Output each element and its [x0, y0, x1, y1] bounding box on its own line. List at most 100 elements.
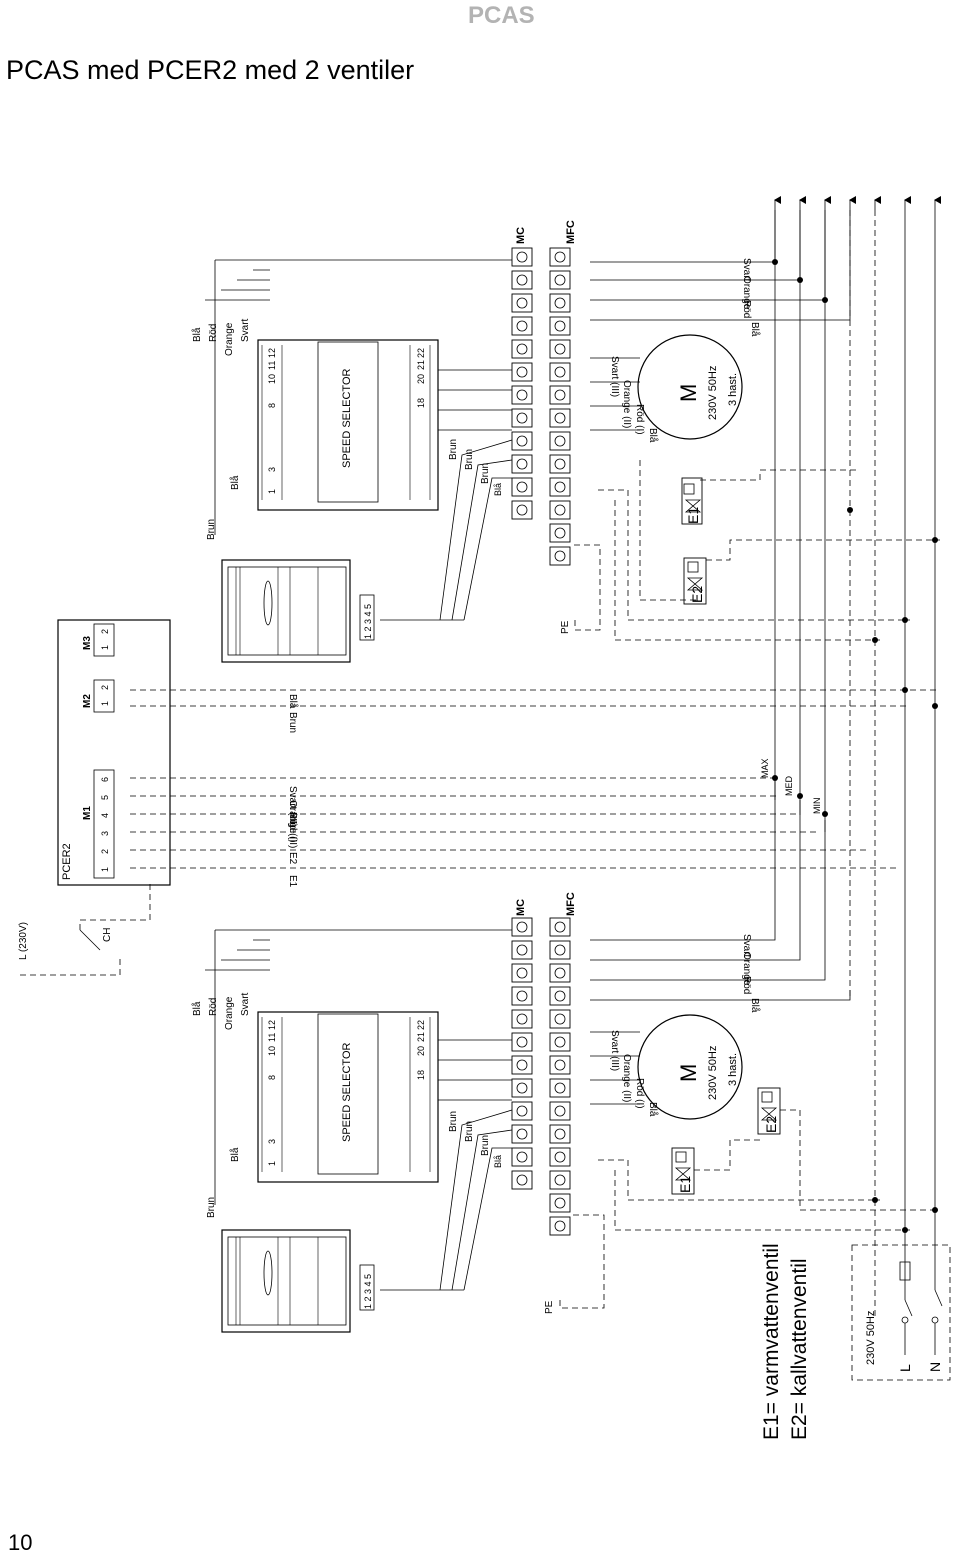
sel-term-12: 12	[267, 348, 277, 358]
m3-term-2: 2	[100, 629, 110, 634]
terminal-screw	[554, 366, 566, 378]
pcer2-label: PCER2	[61, 843, 73, 880]
fan-wire-brun-2: Brun	[464, 449, 475, 470]
terminal-screw	[554, 921, 566, 933]
terminal-block	[511, 1032, 533, 1052]
m3-term-1: 1	[100, 645, 110, 650]
motor-speeds: 3 hast.	[727, 373, 739, 406]
terminal-block	[511, 408, 533, 428]
terminal-screw	[554, 550, 566, 562]
terminal-block	[549, 293, 571, 313]
sel-term-11: 11	[267, 361, 277, 370]
terminal-screw	[554, 504, 566, 516]
valve-e1-label: E1	[677, 1176, 693, 1193]
sel-term-1: 1	[267, 489, 277, 494]
terminal-screw	[516, 1036, 528, 1048]
terminal-block	[511, 247, 533, 267]
terminal-screw	[516, 1174, 528, 1186]
terminal-block	[511, 917, 533, 937]
terminal-block	[549, 1193, 571, 1213]
out-wire-bla: Blå	[749, 322, 761, 337]
page-number: 10	[8, 1530, 33, 1555]
motor-wire-rod: Röd (I)	[634, 404, 645, 435]
terminal-screw	[516, 435, 528, 447]
terminal-block	[511, 316, 533, 336]
terminal-screw	[554, 1197, 566, 1209]
terminal-block	[549, 1009, 571, 1029]
fan-wire-brun-1: Brun	[448, 439, 459, 460]
legend-e1: E1= varmvattenventil	[760, 1243, 783, 1440]
terminal-screw	[516, 297, 528, 309]
terminal-screw	[516, 1151, 528, 1163]
power-supply: 230V 50Hz L N	[851, 1244, 951, 1381]
sel-term-10: 10	[267, 374, 277, 384]
bus-e2-label: E2	[287, 852, 298, 865]
wire-label-bla-2: Blå	[191, 1001, 203, 1016]
sel-term-3: 3	[267, 467, 277, 472]
terminal-screw	[516, 504, 528, 516]
terminal-block	[549, 963, 571, 983]
pe-label: PE	[560, 620, 571, 634]
terminal-block	[549, 500, 571, 520]
m2-term-2: 2	[100, 685, 110, 690]
terminal-screw	[516, 944, 528, 956]
terminal-block	[511, 477, 533, 497]
bus-brun-label: Brun	[287, 712, 298, 733]
terminal-screw	[516, 343, 528, 355]
terminal-screw	[554, 1151, 566, 1163]
terminal-screw	[554, 435, 566, 447]
terminal-block	[549, 1101, 571, 1121]
out-wire-rod: Röd	[741, 300, 752, 318]
terminal-screw	[516, 1059, 528, 1071]
terminal-block	[549, 1147, 571, 1167]
ch-label: CH	[102, 928, 113, 942]
out-wire-svart: Svart	[741, 258, 752, 282]
terminal-block	[511, 362, 533, 382]
terminal-screw	[554, 389, 566, 401]
terminal-screw	[516, 1082, 528, 1094]
power-spec: 230V 50Hz	[865, 1311, 877, 1365]
out-wire-bla: Blå	[749, 998, 761, 1013]
terminal-block	[549, 523, 571, 543]
valve-e2: E2	[757, 1087, 781, 1135]
terminal-block	[549, 454, 571, 474]
terminal-screw	[554, 1059, 566, 1071]
bus-e1-label: E1	[287, 875, 298, 888]
terminal-block	[511, 1124, 533, 1144]
terminal-screw	[554, 1013, 566, 1025]
terminal-screw	[554, 944, 566, 956]
bus-bla-label: Blå	[287, 694, 299, 709]
mfc-label: MFC	[565, 892, 577, 916]
terminal-block	[549, 339, 571, 359]
terminal-block	[549, 1170, 571, 1190]
terminal-block	[549, 385, 571, 405]
terminal-block	[511, 431, 533, 451]
terminal-block	[511, 1170, 533, 1190]
terminal-screw	[516, 1105, 528, 1117]
terminal-screw	[516, 481, 528, 493]
terminal-block	[549, 362, 571, 382]
terminal-block	[511, 940, 533, 960]
motor-wire-svart: Svart (III)	[609, 1030, 620, 1071]
sel-term-20: 20	[416, 374, 426, 384]
terminal-screw	[554, 1082, 566, 1094]
sel-term-8: 8	[267, 403, 277, 408]
fan-wire-bla: Blå	[493, 483, 503, 496]
mc-label: MC	[515, 227, 527, 244]
terminal-screw	[554, 412, 566, 424]
sel-term-21: 21	[416, 360, 426, 370]
terminal-block	[549, 316, 571, 336]
fan-coil-unit-bottom: 1 2 3 4 5 Brun Blå Blå Röd Orange Svart …	[191, 780, 940, 1333]
motor-wire-svart: Svart (III)	[609, 356, 620, 397]
fan-terminals: 1 2 3 4 5	[363, 604, 373, 639]
fan-wire-brun-2: Brun	[464, 1121, 475, 1142]
speed-selector-label: SPEED SELECTOR	[341, 369, 353, 468]
terminal-screw	[554, 481, 566, 493]
supply-label: L (230V)	[18, 922, 29, 960]
fan-motor: M 230V 50Hz 3 hast.	[637, 1014, 743, 1120]
fan-coil-unit-top: 1 2 3 4 5 Brun Blå Blå Röd Orange Svart …	[191, 210, 940, 663]
valve-e2-label: E2	[763, 1116, 779, 1133]
terminal-block	[511, 986, 533, 1006]
terminal-screw	[516, 921, 528, 933]
legend-e2: E2= kallvattenventil	[788, 1258, 811, 1440]
